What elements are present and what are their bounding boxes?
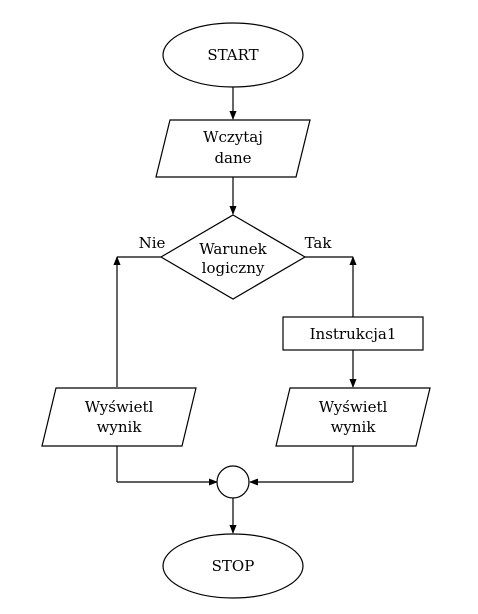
decision-label-line1: Warunek: [199, 240, 267, 258]
output-right-label-line1: Wyświetl: [319, 398, 388, 416]
branch-no-label: Nie: [139, 234, 166, 252]
start-node: START: [162, 22, 304, 88]
decision-label-line2: logiczny: [202, 259, 265, 277]
output-left-label-line2: wynik: [97, 418, 143, 436]
process-node: Instrukcja1: [282, 316, 424, 351]
decision-diamond: [159, 214, 307, 300]
process-rect: [282, 316, 424, 351]
output-left-parallelogram: [41, 387, 197, 447]
input-label-line1: Wczytaj: [203, 128, 263, 146]
output-right-node: Wyświetl wynik: [275, 387, 431, 447]
start-label: START: [207, 46, 258, 64]
output-left-node: Wyświetl wynik: [41, 387, 197, 447]
merge-connector-circle: [216, 465, 250, 499]
input-label-line2: dane: [214, 149, 251, 167]
branch-yes-label: Tak: [305, 234, 333, 252]
output-right-label-line2: wynik: [331, 418, 377, 436]
process-label: Instrukcja1: [310, 325, 397, 343]
input-node: Wczytaj dane: [155, 119, 311, 178]
input-parallelogram: [155, 119, 311, 178]
stop-label: STOP: [212, 557, 255, 575]
output-right-parallelogram: [275, 387, 431, 447]
output-left-label-line1: Wyświetl: [85, 398, 154, 416]
stop-ellipse: [162, 533, 304, 599]
stop-node: STOP: [162, 533, 304, 599]
decision-node: Warunek logiczny: [159, 214, 307, 300]
